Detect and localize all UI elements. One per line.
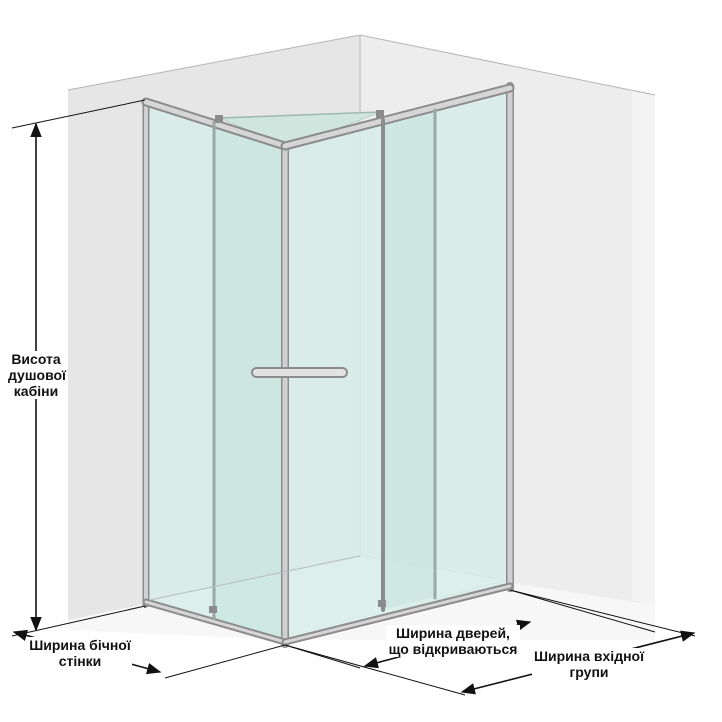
front-glass-door-panel — [383, 112, 435, 610]
right-wall-strip — [632, 90, 655, 605]
door-roller-top-right — [376, 110, 384, 118]
left-wall-top-edge — [67, 34, 361, 91]
door-width-extension-right — [509, 589, 656, 633]
height-label-line-3: кабіни — [13, 383, 59, 399]
entry-width-label-line-1: Ширина вхідної — [533, 648, 645, 664]
height-label: Висота душової кабіни — [8, 351, 66, 399]
side-glass-inner-panel — [214, 124, 285, 640]
height-label-line-1: Висота — [11, 351, 61, 367]
door-roller-bottom-left — [209, 606, 217, 613]
side-width-extension-right — [164, 644, 286, 679]
door-roller-bottom-right — [378, 600, 386, 607]
entry-width-label: Ширина вхідної групи — [532, 648, 646, 680]
frame — [141, 82, 515, 648]
entry-width-extension-right — [509, 589, 696, 637]
door-roller-top-left — [215, 115, 223, 123]
side-width-label-line-2: стінки — [58, 653, 102, 669]
door-handle — [251, 367, 348, 378]
tray-edge — [149, 555, 361, 601]
door-width-label: Ширина дверей, що відкриваються — [386, 625, 520, 657]
side-width-label: Ширина бічної стінки — [28, 637, 132, 669]
door-width-label-line-2: що відкриваються — [388, 641, 518, 657]
entry-width-label-line-2: групи — [569, 664, 609, 680]
glass-back-edge — [219, 111, 381, 119]
door-width-label-line-1: Ширина дверей, — [396, 625, 510, 641]
back-wall-top-edge — [359, 34, 656, 96]
height-label-line-2: душової — [8, 367, 66, 383]
entry-width-extension-left — [284, 644, 466, 696]
side-width-label-line-1: Ширина бічної — [29, 637, 131, 653]
